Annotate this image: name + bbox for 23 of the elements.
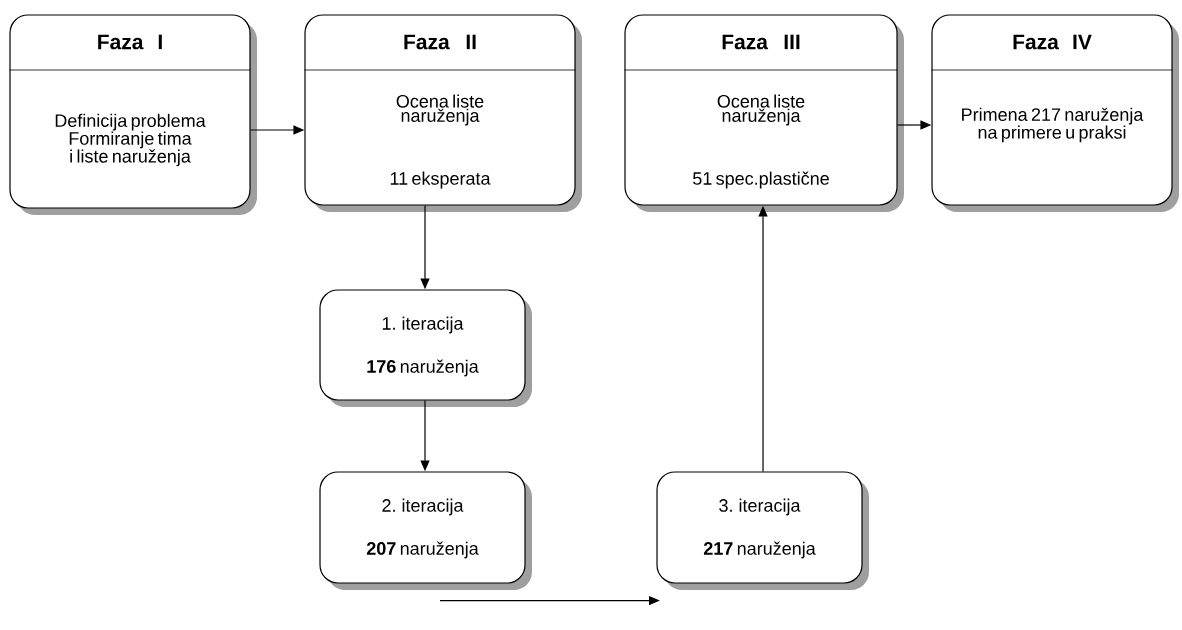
phase-description: Ocena liste naruženja xyxy=(717,94,805,126)
phase-box xyxy=(304,14,582,212)
phase-box xyxy=(9,14,257,215)
iteration-text: 207 naruženja xyxy=(366,541,479,559)
phase-box xyxy=(931,14,1179,212)
phase-title: Faza IV xyxy=(1013,34,1092,50)
phase-description: Ocena liste naruženja xyxy=(396,94,484,126)
iteration-box xyxy=(319,471,532,590)
iteration-text: 2. iteracija xyxy=(382,498,464,516)
iteration-text: 176 naruženja xyxy=(367,359,479,377)
phase-description: Primena 217 naruženja na primere u praksi xyxy=(962,107,1144,143)
phase-description: 51 spec.plastične xyxy=(693,171,829,189)
phase-description: 11 eksperata xyxy=(390,171,491,189)
phase-title: Faza III xyxy=(722,34,800,50)
iteration-text: 1. iteracija xyxy=(382,316,464,334)
phase-description: Definicija problema Formiranje tima i liste naruženja xyxy=(55,113,206,167)
phase-title: Faza I xyxy=(98,34,162,50)
iteration-text: 217 naruženja xyxy=(703,541,816,559)
iteration-text: 3. iteracija xyxy=(719,498,801,516)
iteration-box xyxy=(319,289,532,407)
phase-title: Faza II xyxy=(404,34,476,50)
phase-box xyxy=(624,14,904,212)
iteration-box xyxy=(656,471,869,590)
